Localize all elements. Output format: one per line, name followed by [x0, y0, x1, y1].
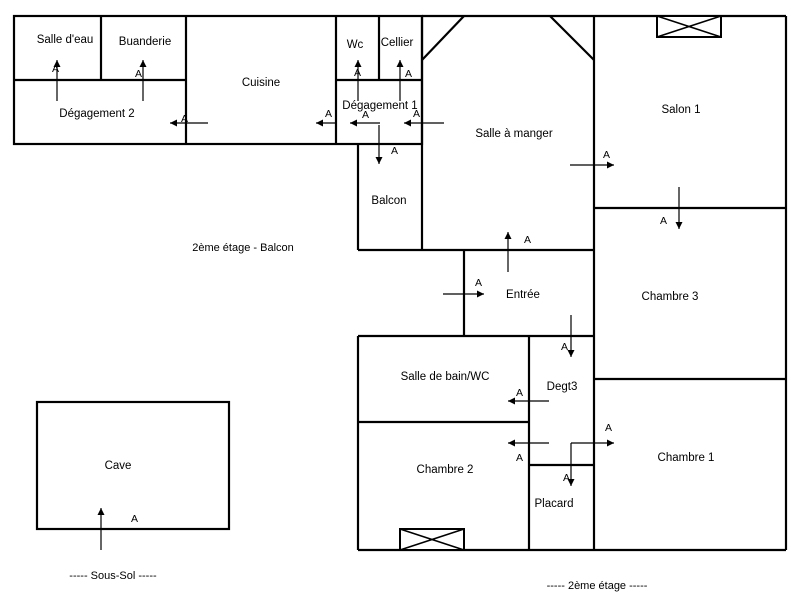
room-label-degagement-1: Dégagement 1: [342, 100, 417, 112]
arrow-head: [316, 119, 323, 127]
caption-balcon-level: 2ème étage - Balcon: [192, 242, 294, 254]
room-label-chambre-2: Chambre 2: [417, 464, 474, 476]
walls-main: [356, 14, 788, 552]
arrow-cuisine: A: [316, 108, 336, 127]
window-salon: [656, 15, 722, 38]
arrow-salle-de-bain: A: [508, 387, 549, 405]
arrow-head: [375, 157, 383, 164]
arrow-head: [404, 119, 411, 127]
arrow-head: [504, 232, 512, 239]
arrow-label: A: [475, 277, 482, 289]
arrow-label: A: [516, 387, 523, 399]
arrow-degt3: A: [561, 315, 575, 357]
arrow-salon-1: A: [570, 149, 614, 169]
arrow-head: [567, 350, 575, 357]
room-label-salle-deau: Salle d'eau: [37, 34, 94, 46]
arrow-head: [477, 290, 484, 298]
arrow-entree: A: [443, 277, 484, 298]
direction-arrows: A A A A A A A A A A A A A A A A A A A: [52, 60, 683, 550]
arrow-label: A: [516, 452, 523, 464]
room-label-salle-de-bain-wc: Salle de bain/WC: [401, 371, 490, 383]
arrow-salle-deau: A: [52, 60, 61, 101]
arrow-cellier: A: [396, 60, 412, 101]
wall-chamfer-left: [421, 15, 465, 61]
arrow-head: [170, 119, 177, 127]
room-label-buanderie: Buanderie: [119, 36, 171, 48]
arrow-label: A: [563, 472, 570, 484]
room-label-placard: Placard: [535, 498, 574, 510]
room-label-degt3: Degt3: [547, 381, 578, 393]
room-label-salon-1: Salon 1: [661, 104, 700, 116]
room-label-wc: Wc: [347, 39, 364, 51]
arrow-label: A: [605, 422, 612, 434]
caption-deuxieme-etage: ----- 2ème étage -----: [547, 580, 648, 592]
room-label-cellier: Cellier: [381, 37, 414, 49]
arrow-chambre-2: A: [508, 439, 549, 464]
arrow-head: [350, 119, 357, 127]
arrow-head: [354, 60, 362, 67]
room-label-entree: Entrée: [506, 289, 540, 301]
room-label-chambre-1: Chambre 1: [658, 452, 715, 464]
arrow-label: A: [362, 109, 369, 121]
window-chambre-2: [399, 528, 465, 551]
arrow-wc: A: [354, 60, 362, 101]
arrow-placard: A: [563, 443, 575, 486]
arrow-label: A: [181, 113, 188, 125]
arrow-label: A: [391, 145, 398, 157]
room-label-chambre-3: Chambre 3: [642, 291, 699, 303]
caption-sous-sol: ----- Sous-Sol -----: [69, 570, 157, 582]
arrow-degagement-1-left: A: [350, 109, 380, 127]
arrow-label: A: [524, 234, 531, 246]
arrow-label: A: [405, 68, 412, 80]
arrow-head: [396, 60, 404, 67]
arrow-label: A: [603, 149, 610, 161]
room-label-cave: Cave: [105, 460, 132, 472]
arrow-label: A: [325, 108, 332, 120]
arrow-head: [567, 479, 575, 486]
arrow-head: [607, 161, 614, 169]
arrow-label: A: [131, 513, 138, 525]
room-label-cuisine: Cuisine: [242, 77, 280, 89]
arrow-chambre-3: A: [660, 187, 683, 229]
wall-cave: [35, 400, 231, 531]
arrow-head: [607, 439, 614, 447]
arrow-degagement-2: A: [170, 113, 208, 127]
arrow-label: A: [660, 215, 667, 227]
room-label-degagement-2: Dégagement 2: [59, 108, 134, 120]
arrow-salle-a-manger: A: [504, 232, 531, 272]
arrow-head: [675, 222, 683, 229]
arrow-label: A: [354, 67, 361, 79]
arrow-head: [97, 508, 105, 515]
room-label-salle-a-manger: Salle à manger: [475, 128, 553, 140]
room-label-balcon: Balcon: [371, 195, 406, 207]
arrow-chambre-1: A: [571, 422, 614, 447]
arrow-balcon: A: [375, 125, 398, 164]
arrow-head: [53, 60, 61, 67]
arrow-label: A: [561, 341, 568, 353]
wall-chamfer-right: [549, 15, 595, 61]
arrow-cave: A: [97, 508, 138, 550]
arrow-buanderie: A: [135, 60, 147, 101]
arrow-head: [508, 439, 515, 447]
arrow-head: [508, 397, 515, 405]
arrow-label: A: [413, 108, 420, 120]
arrow-label: A: [52, 63, 59, 75]
arrow-head: [139, 60, 147, 67]
arrow-label: A: [135, 68, 142, 80]
arrow-degagement-1: A: [404, 108, 444, 127]
